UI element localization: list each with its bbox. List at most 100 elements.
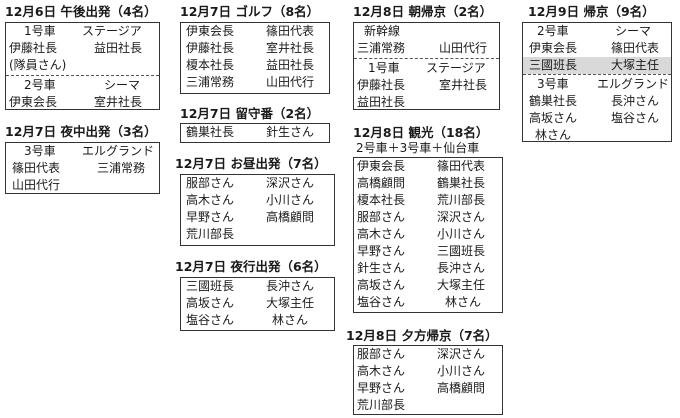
member-row: 榎本社長益田社長	[181, 57, 329, 74]
member-row: 針生さん 長沖さん	[354, 260, 502, 277]
car-row: 2号車シーマ	[6, 77, 159, 94]
member: 高橋顧問	[266, 210, 315, 224]
member-row: 服部さん 深沢さん	[354, 346, 502, 363]
member: 伊藤社長	[9, 41, 58, 55]
member: 荒川部長	[357, 398, 406, 412]
member: 室井社長	[94, 95, 143, 109]
member: 伊東会長	[529, 41, 578, 55]
dashed-divider	[6, 75, 159, 76]
member: 大塚主任	[611, 58, 660, 72]
member: 益田社長	[266, 58, 315, 72]
member: 塩谷さん	[357, 295, 406, 309]
dec7-evening-title: 12月7日 夜行出発（6名）	[175, 259, 327, 274]
member-row: 高木さん小川さん	[354, 363, 502, 380]
member: 篠田代表	[437, 159, 486, 173]
member: 室井社長	[439, 78, 488, 92]
member: 荒川部長	[437, 193, 486, 207]
member-row: 山田代行	[6, 177, 159, 194]
dec8-sightseeing-title: 12月8日 観光（18名）	[353, 125, 489, 140]
member: 塩谷さん	[611, 111, 660, 125]
dec8-morning-box: 新幹線 三浦常務 山田代行 1号車 ステージア 伊藤社長 室井社長 益田社長	[353, 22, 500, 110]
car-model: エルグランド	[82, 144, 155, 158]
member: 益田社長	[357, 95, 406, 109]
member-row: 高坂さん大塚主任	[354, 277, 502, 294]
member: 三國班長	[529, 58, 578, 72]
member: 服部さん	[357, 347, 406, 361]
member: 高木さん	[186, 193, 235, 207]
member: 深沢さん	[437, 347, 486, 361]
member: 鶴巣社長	[529, 94, 578, 108]
car-number: 1号車	[368, 61, 400, 75]
car-model: シーマ	[104, 78, 141, 92]
member: 篠田代表	[611, 41, 660, 55]
member-row: 塩谷さん 林さん	[354, 294, 502, 311]
member: 早野さん	[186, 210, 235, 224]
member-row: 服部さん深沢さん	[181, 175, 334, 192]
member-row: 伊東会長 篠田代表	[354, 158, 502, 175]
member: 山田代行	[12, 178, 61, 192]
car-model: ステージア	[426, 61, 486, 75]
member-row: 早野さん 高橋顧問	[181, 209, 334, 226]
car-row: 2号車シーマ	[523, 23, 671, 40]
member-row: 塩谷さん林さん	[181, 312, 334, 329]
member-row: 荒川部長	[181, 226, 334, 243]
member: 小川さん	[437, 364, 486, 378]
member: 長沖さん	[611, 94, 660, 108]
car-number: 3号車	[24, 144, 56, 158]
member: 伊東会長	[186, 24, 235, 38]
member: 三國班長	[437, 244, 486, 258]
member: 深沢さん	[437, 210, 486, 224]
dashed-divider	[523, 74, 671, 75]
member: 大塚主任	[266, 296, 315, 310]
transport-row: 新幹線	[354, 23, 499, 40]
member-row: 早野さん高橋顧問	[354, 380, 502, 397]
dec6-afternoon-box: 1号車ステージア 伊藤社長 益田社長 (隊員さん) 2号車シーマ 伊東会長 室井社長	[5, 22, 160, 110]
member: 高橋顧問	[357, 176, 406, 190]
member-row: 伊東会長 室井社長	[6, 94, 159, 111]
member-row: 伊藤社長 室井社長	[354, 77, 499, 94]
member: 山田代行	[439, 41, 488, 55]
car-row: 1号車ステージア	[6, 23, 159, 40]
member-row: 高木さん小川さん	[181, 192, 334, 209]
member-row: 榎本社長 荒川部長	[354, 192, 502, 209]
car-row: 3号車エルグランド	[523, 76, 671, 93]
dec9-return-box: 2号車シーマ 伊東会長 篠田代表 三國班長 大塚主任 3号車エルグランド 鶴巣社長 長…	[522, 22, 672, 142]
dec8-evening-box: 服部さん 深沢さん 高木さん小川さん 早野さん高橋顧問 荒川部長	[353, 345, 503, 415]
member-row: 益田社長	[354, 94, 499, 111]
dec7-lunch-title: 12月7日 お昼出発（7名）	[175, 156, 327, 171]
dec7-golf-title: 12月7日 ゴルフ（8名）	[180, 4, 320, 19]
member: 益田社長	[94, 41, 143, 55]
member-row: 高橋顧問鶴巣社長	[354, 175, 502, 192]
member: 伊東会長	[9, 95, 58, 109]
member: 長沖さん	[266, 279, 315, 293]
dec7-night-title: 12月7日 夜中出発（3名）	[5, 124, 157, 139]
member: 針生さん	[357, 261, 406, 275]
member: (隊員さん)	[9, 58, 67, 72]
car-row: 3号車 エルグランド	[6, 143, 159, 160]
member-row: 鶴巣社長針生さん	[181, 124, 329, 141]
member: 鶴巣社長	[186, 125, 235, 139]
dec7-golf-box: 伊東会長篠田代表 伊藤社長室井社長 榎本社長益田社長 三浦常務山田代行	[180, 22, 330, 94]
member-row: 三浦常務 山田代行	[354, 40, 499, 57]
member: 伊藤社長	[357, 78, 406, 92]
member-row: 伊東会長篠田代表	[181, 23, 329, 40]
member: 高橋顧問	[437, 381, 486, 395]
member: 榎本社長	[357, 193, 406, 207]
car-number: 2号車	[537, 24, 569, 38]
member: 三浦常務	[357, 41, 406, 55]
member: 林さん	[535, 128, 572, 142]
member: 服部さん	[186, 176, 235, 190]
dec9-return-title: 12月9日 帰京（9名）	[528, 4, 655, 19]
member: 服部さん	[357, 210, 406, 224]
member: 伊東会長	[357, 159, 406, 173]
member-row: 三國班長長沖さん	[181, 278, 334, 295]
member: 篠田代表	[12, 161, 61, 175]
dec8-sightseeing-box: 伊東会長篠田代表 高橋顧問鶴巣社長 榎本社長荒川部長 服部さん深沢さん 高木さん…	[353, 157, 503, 313]
member: 塩谷さん	[186, 313, 235, 327]
member: 大塚主任	[437, 278, 486, 292]
dec7-rusu-title: 12月7日 留守番（2名）	[180, 106, 320, 121]
dec7-night-box: 3号車エルグランド 篠田代表三浦常務 山田代行	[5, 142, 160, 194]
member-row: 伊東会長 篠田代表	[523, 40, 671, 57]
member: 林さん	[445, 295, 482, 309]
member: 長沖さん	[437, 261, 486, 275]
